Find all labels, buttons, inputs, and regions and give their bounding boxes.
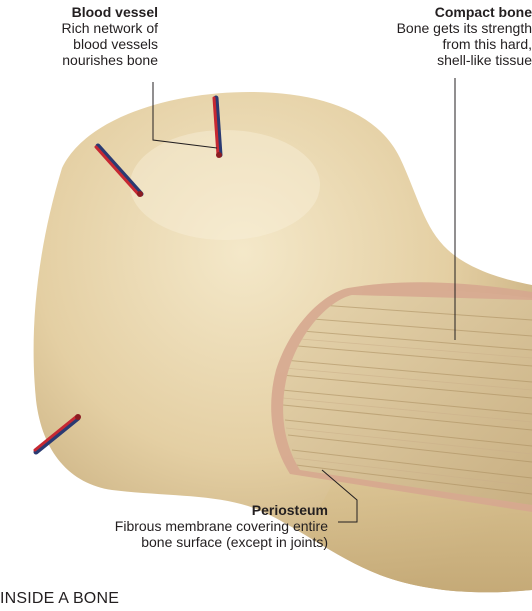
blood-vessel-label: Blood vessel Rich network of blood vesse… [0, 4, 158, 68]
periosteum-title: Periosteum [0, 502, 328, 518]
compact-bone-title: Compact bone [252, 4, 532, 20]
blood-vessel-desc: Rich network of blood vessels nourishes … [0, 20, 158, 68]
figure-title: INSIDE A BONE [0, 590, 119, 608]
compact-bone-desc: Bone gets its strength from this hard, s… [252, 20, 532, 68]
compact-bone-label: Compact bone Bone gets its strength from… [252, 4, 532, 68]
periosteum-desc: Fibrous membrane covering entire bone su… [0, 518, 328, 550]
blood-vessel-title: Blood vessel [0, 4, 158, 20]
periosteum-label: Periosteum Fibrous membrane covering ent… [0, 502, 328, 550]
head-highlight [130, 130, 320, 240]
